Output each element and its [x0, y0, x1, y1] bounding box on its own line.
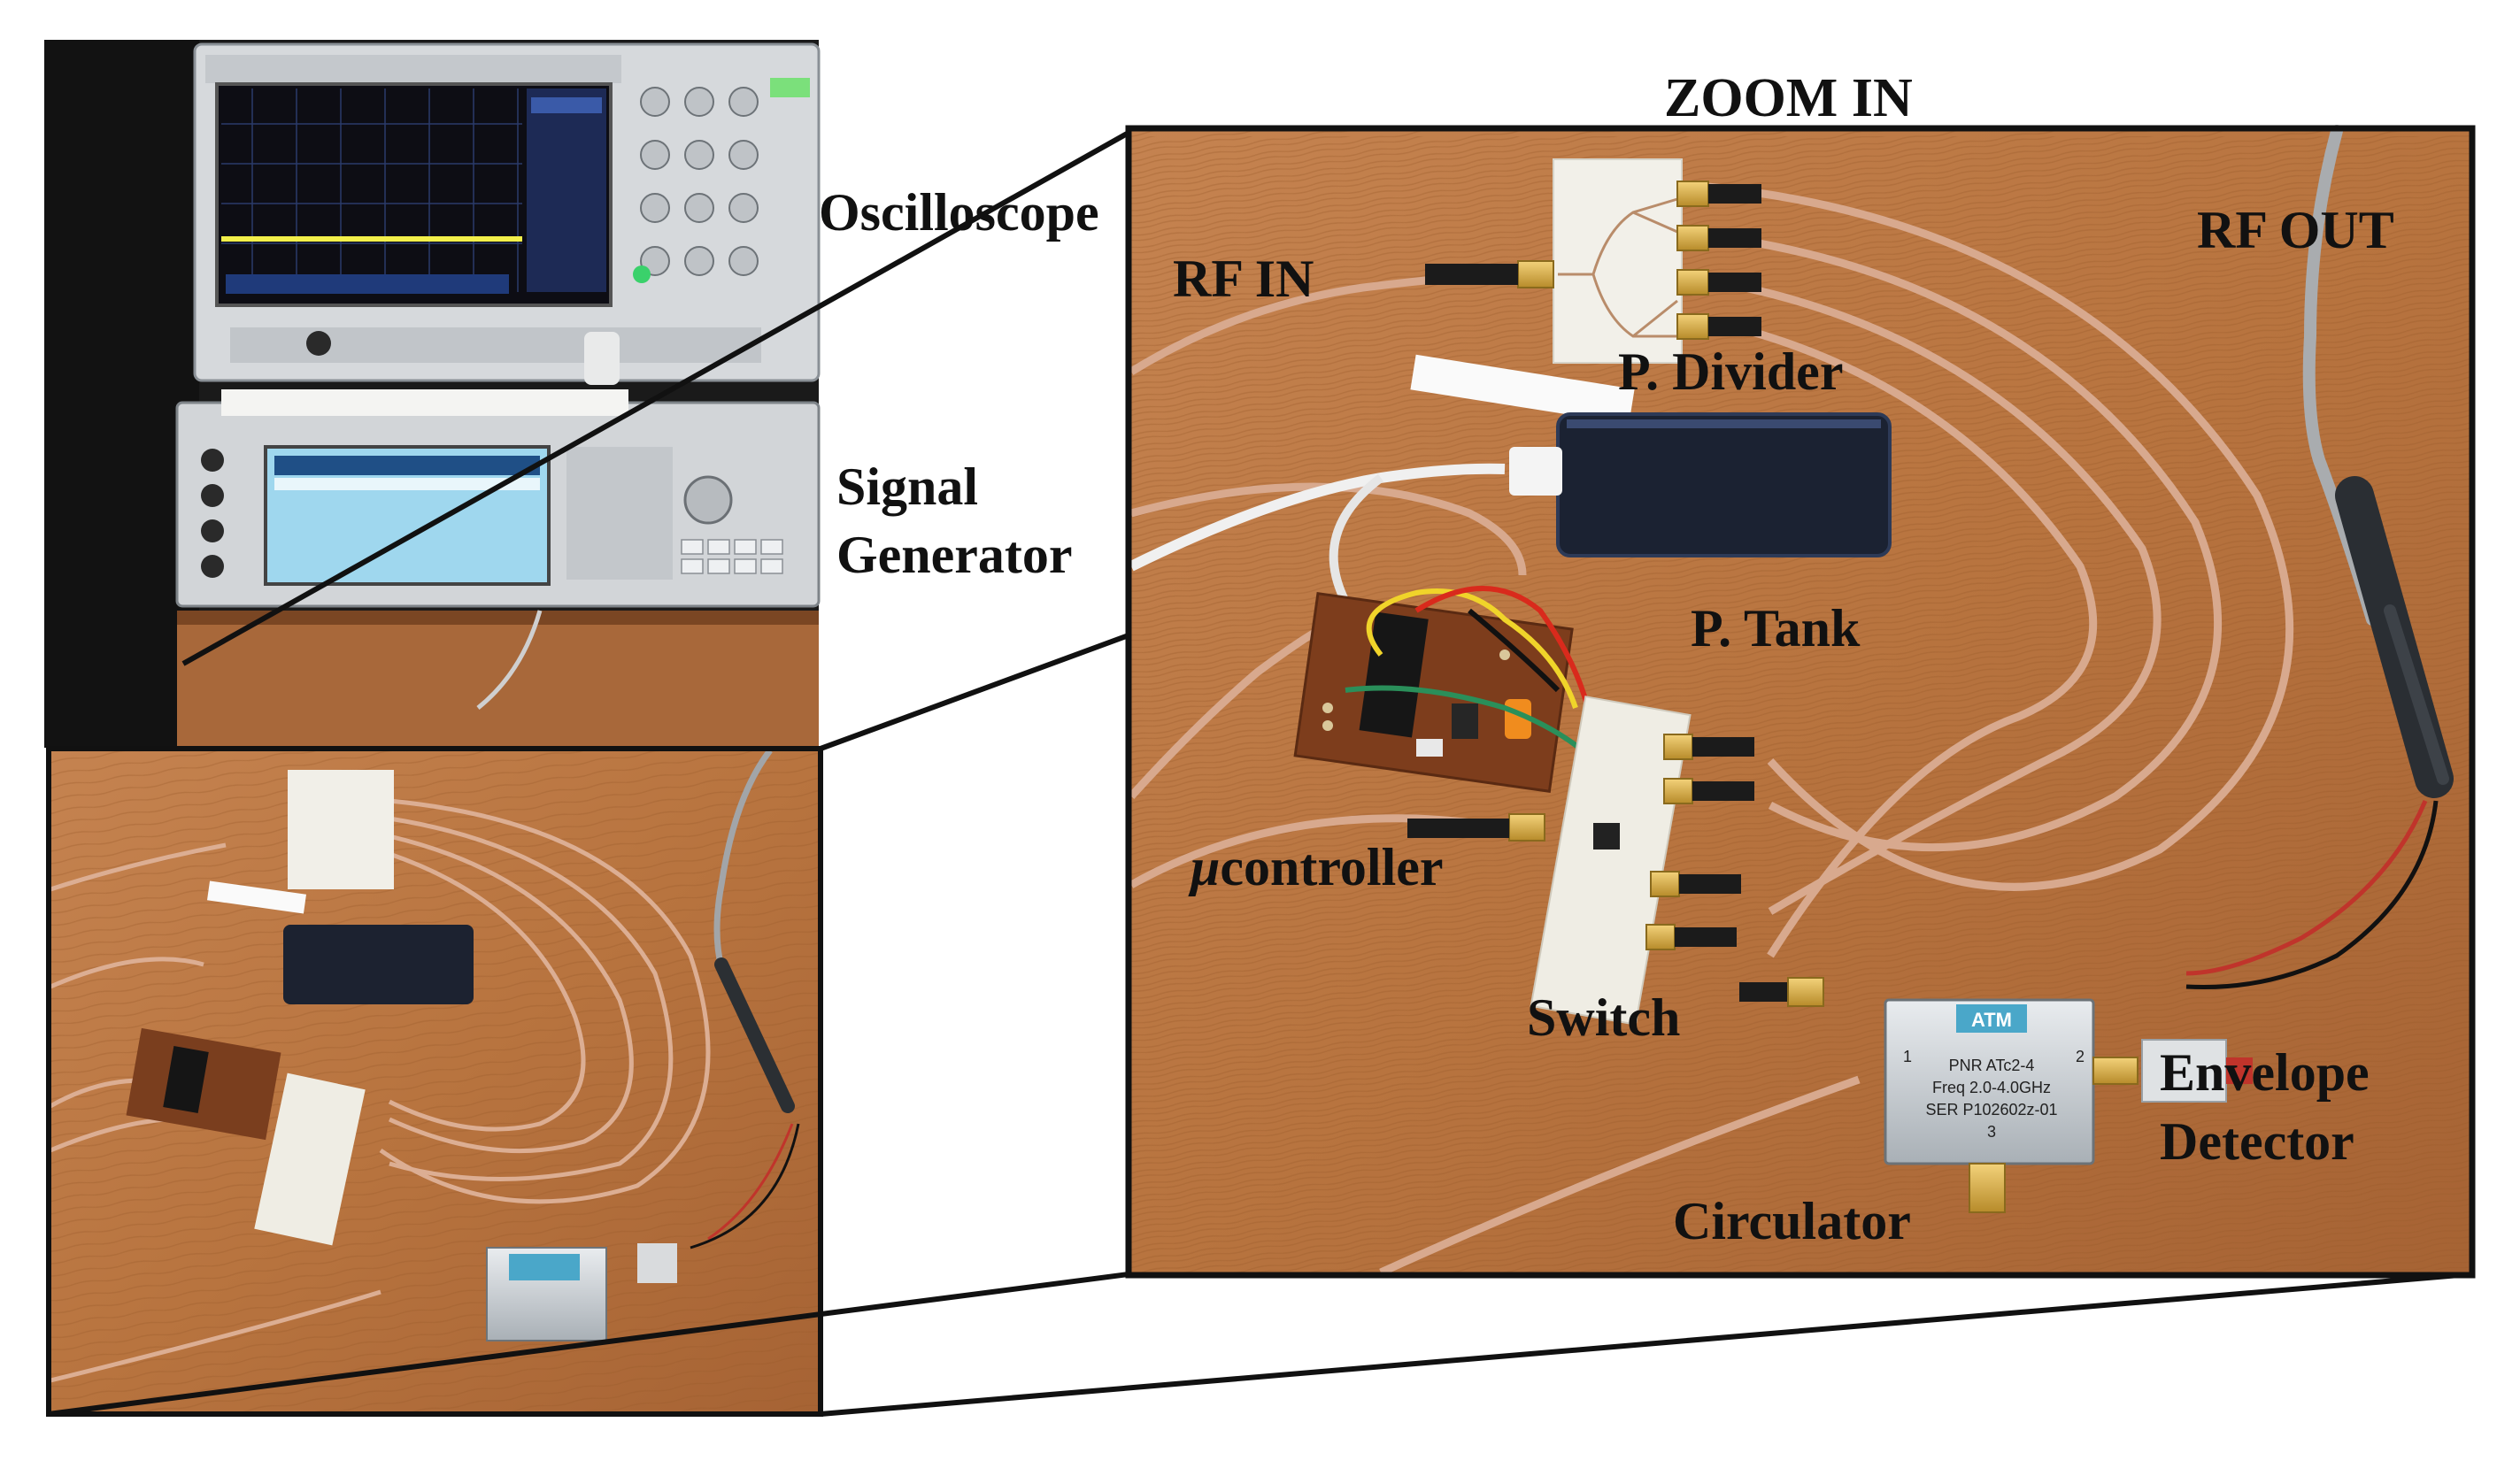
microcontroller-label: μcontroller	[1191, 841, 1444, 894]
power-tank	[1410, 354, 1892, 557]
svg-text:Freq 2.0-4.0GHz: Freq 2.0-4.0GHz	[1932, 1079, 2051, 1096]
power-divider-label: P. Divider	[1618, 342, 1844, 401]
envelope-detector-label-line2: Detector	[2160, 1112, 2354, 1171]
setup-overview-photo	[49, 748, 821, 1414]
power-tank-label: P. Tank	[1691, 599, 1861, 657]
atm-logo-icon	[1956, 1004, 2027, 1033]
mu-symbol: μ	[1191, 838, 1221, 896]
rf-out-label: RF OUT	[2197, 201, 2394, 259]
svg-text:1: 1	[1903, 1048, 1912, 1065]
zoom-frame	[1125, 125, 2476, 1279]
signal-generator-photo	[175, 389, 821, 710]
svg-text:SER P102602z-01: SER P102602z-01	[1925, 1101, 2057, 1119]
signal-generator-label-line1: Signal	[836, 457, 979, 516]
envelope-detector-label-line1: Envelope	[2160, 1043, 2370, 1102]
overview-frame	[46, 746, 823, 1417]
svg-text:2: 2	[2076, 1048, 2085, 1065]
power-divider-board	[1425, 158, 1761, 364]
lab-bench-photo	[44, 40, 821, 748]
zoom-connectors	[48, 130, 2470, 1417]
oscilloscope-photo	[193, 42, 821, 385]
switch-label: Switch	[1527, 988, 1681, 1047]
zoomed-setup-photo: ATM 1 2 PNR ATc2-4 Freq 2.0-4.0GHz SER P…	[1128, 125, 2470, 1278]
svg-text:ATM: ATM	[1971, 1009, 2012, 1031]
switch-board	[1407, 696, 1754, 1026]
signal-generator-label-line2: Generator	[836, 526, 1073, 584]
rf-in-label: RF IN	[1173, 250, 1314, 308]
microcontroller-label-rest: controller	[1220, 838, 1444, 896]
oscilloscope-label: Oscilloscope	[819, 183, 1099, 242]
svg-text:3: 3	[1987, 1123, 1996, 1141]
zoom-in-label: ZOOM IN	[1664, 68, 1913, 128]
circulator-device: ATM 1 2 PNR ATc2-4 Freq 2.0-4.0GHz SER P…	[1739, 977, 2253, 1213]
circulator-label: Circulator	[1673, 1192, 1911, 1250]
microcontroller-board	[1293, 586, 1614, 793]
svg-text:PNR ATc2-4: PNR ATc2-4	[1949, 1057, 2035, 1074]
